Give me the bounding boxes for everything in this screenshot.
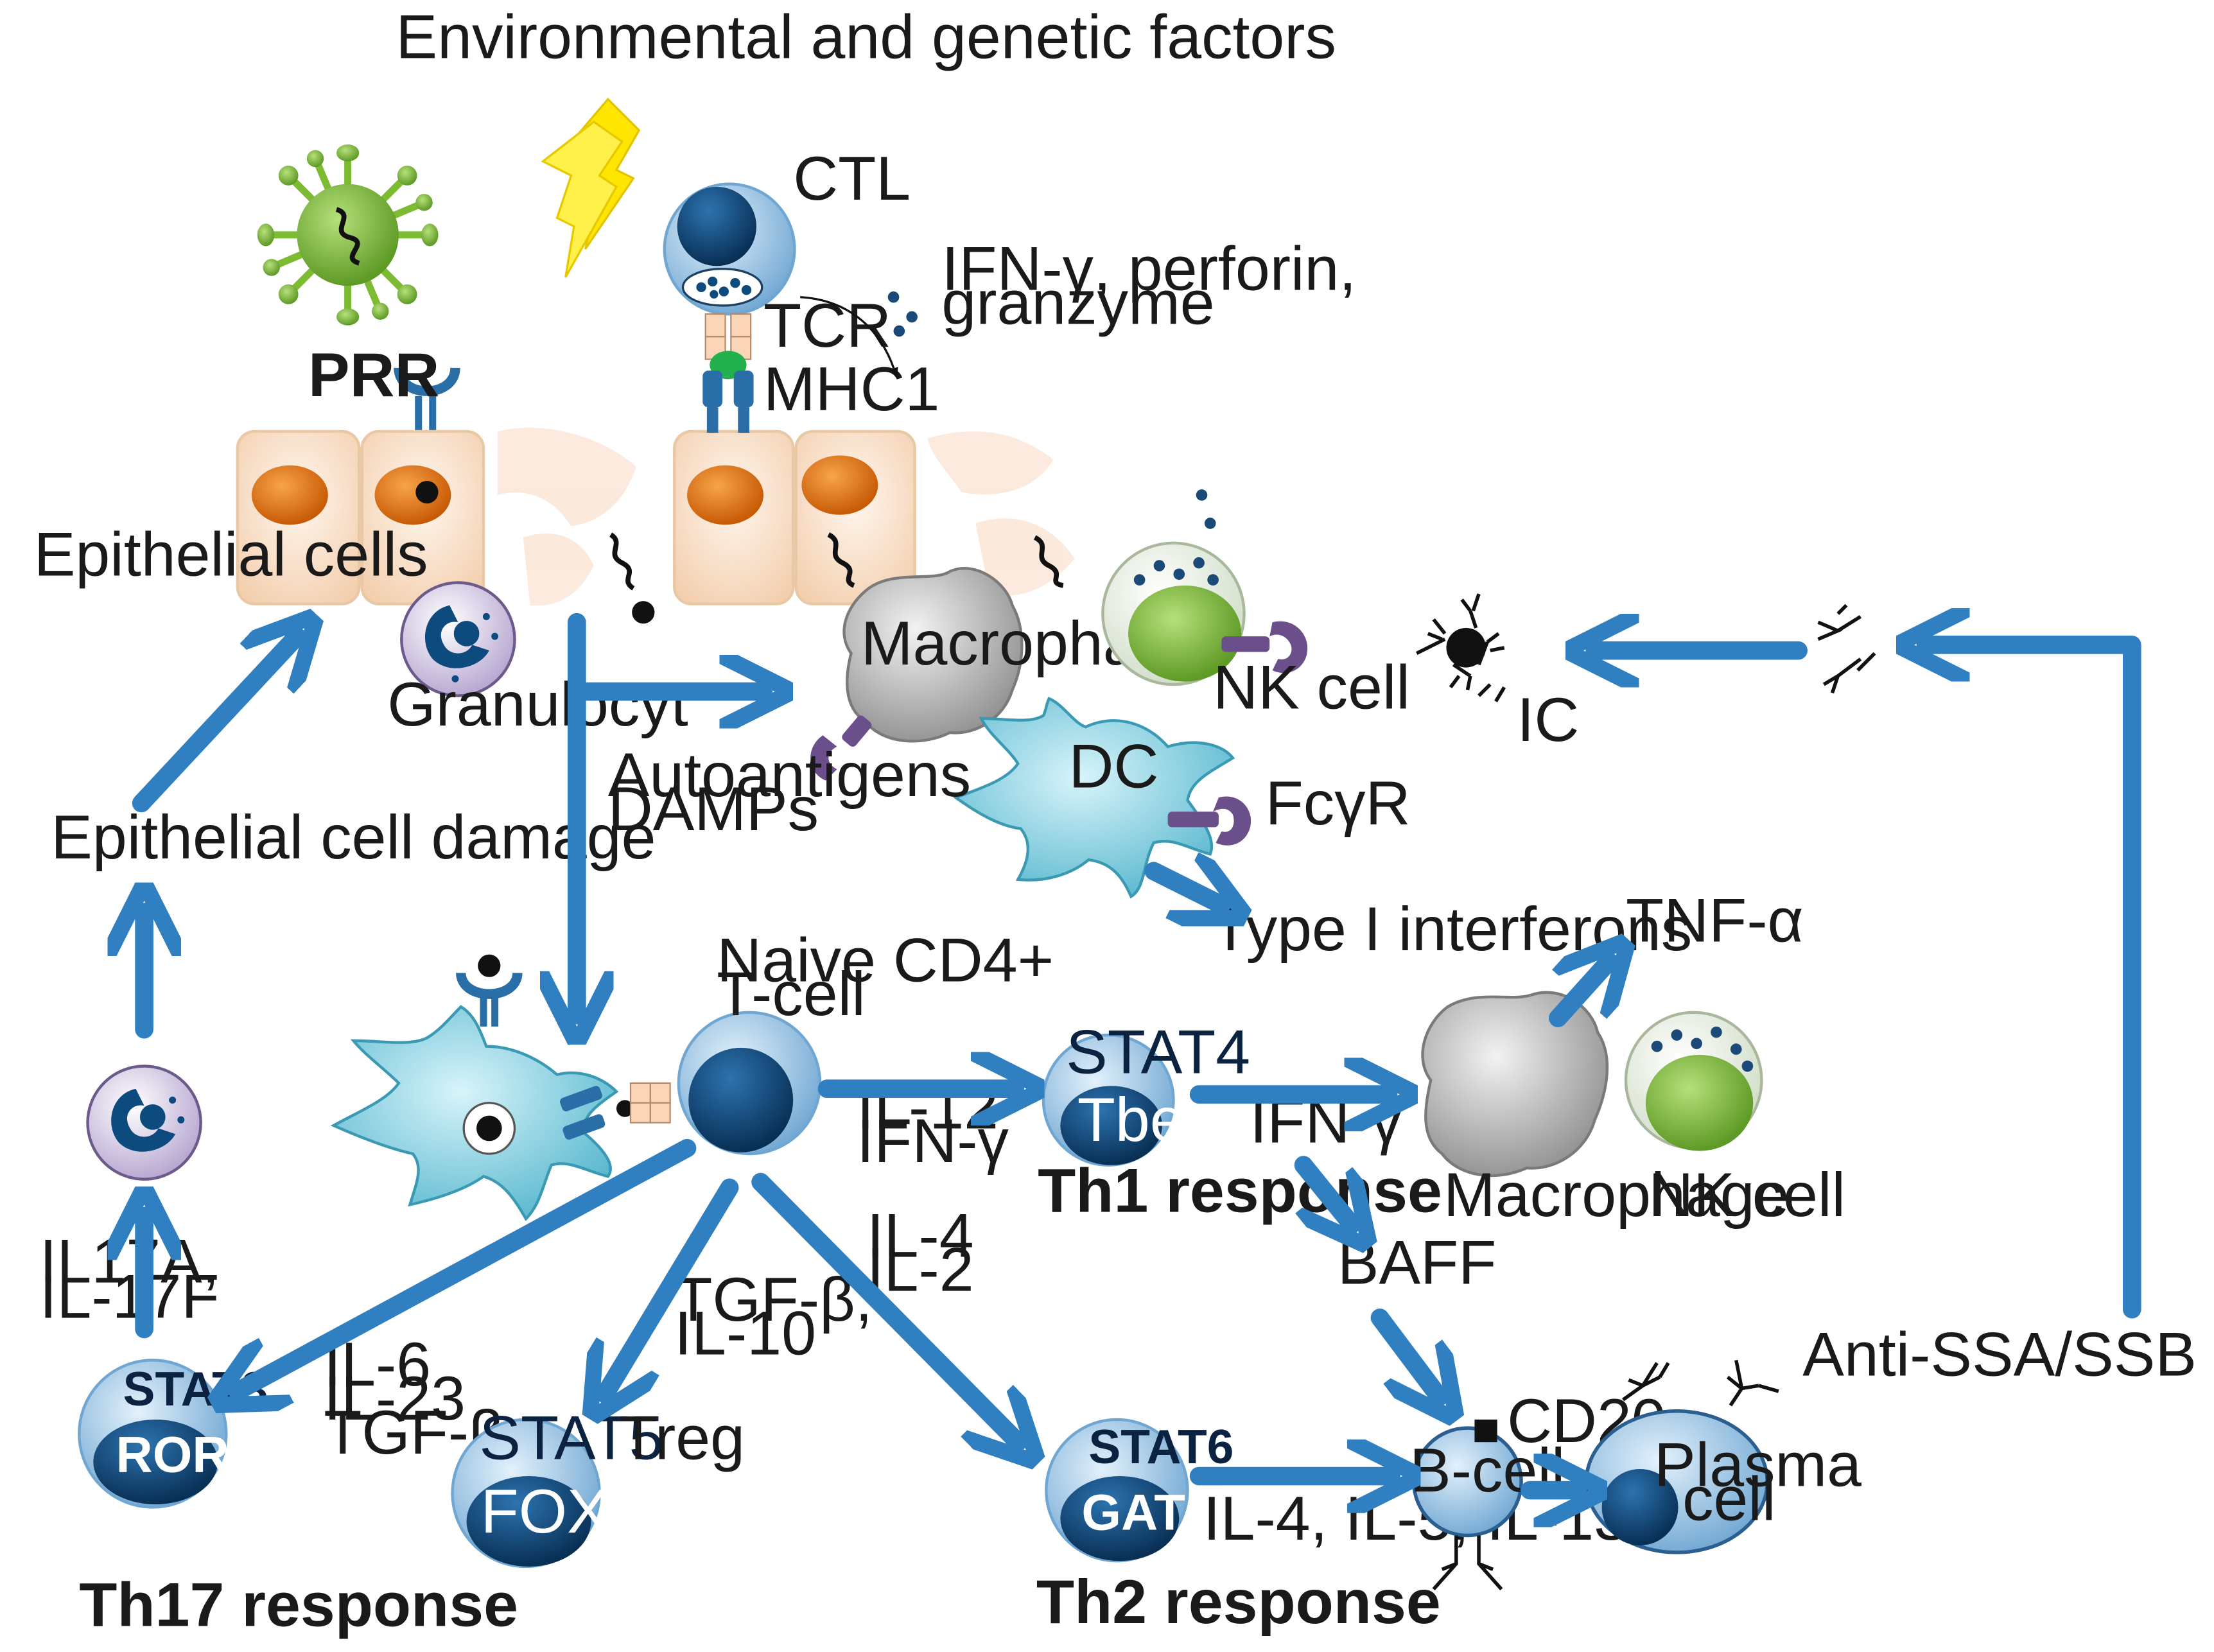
environmental-factors-label: Environmental and genetic factors <box>396 2 1336 72</box>
mhc1-label: MHC1 <box>763 354 939 424</box>
prr-label: PRR <box>308 340 440 410</box>
nk-granule-dots <box>1196 489 1216 529</box>
lightning-bolt-icon <box>541 120 624 278</box>
arrow-to-tnf <box>1549 962 1608 1027</box>
macrophage-bottom-cell <box>1421 991 1609 1178</box>
arrow-to-th17 <box>238 1138 697 1391</box>
fc-receptor-icon <box>810 715 872 781</box>
epithelial-cells-label: Epithelial cells <box>34 519 428 589</box>
epithelium-background <box>498 428 1075 606</box>
th2-response-label: Th2 response <box>1036 1567 1441 1637</box>
autoantigens-label: Autoantigens <box>608 740 971 810</box>
arrow-to-type1-ifn <box>1144 871 1222 905</box>
granzyme-label: granzyme <box>941 268 1214 338</box>
ifn-perforin-label: IFN-γ, perforin, <box>941 234 1356 304</box>
granule-dots <box>887 291 918 337</box>
nk-cell-bottom <box>1624 1011 1763 1151</box>
treg-label: Treg <box>619 1403 745 1473</box>
dendritic-cell <box>952 697 1235 899</box>
antibody-icon <box>1817 604 1876 694</box>
treg-cell <box>451 1418 601 1569</box>
naive-cd4-label: Naive CD4+ <box>717 925 1054 995</box>
nk-cell-top-label: NK cell <box>1213 652 1410 722</box>
il23-label: IL-23 <box>324 1363 466 1433</box>
epithelial-cell <box>236 430 361 605</box>
type1-ifn-label: Type I interferons <box>1212 894 1692 964</box>
macrophage-bottom-label: Macrophage <box>1443 1160 1789 1230</box>
anti-ssa-label: Anti-SSA/SSB autoantibodies <box>1802 1319 2214 1389</box>
il17f-label: IL-17F <box>40 1261 220 1331</box>
mhc2-tcr-synapse <box>559 1082 671 1140</box>
arrow-to-th2 <box>751 1172 1018 1442</box>
dc-fc-receptor-icon <box>1167 796 1251 846</box>
ifng-a-label: IFN-γ <box>857 1106 1009 1176</box>
il2-label: IL-2 <box>867 1235 974 1305</box>
autoantigen-fragments <box>609 532 1064 591</box>
ctl-label: CTL <box>793 143 911 213</box>
tcr-label: TCR <box>763 290 891 360</box>
th17-cell <box>78 1359 228 1509</box>
antigen-dot <box>632 601 655 624</box>
nk-cell <box>1101 541 1246 686</box>
epithelial-cell <box>794 430 916 605</box>
stat6-label: STAT6 <box>1088 1420 1233 1474</box>
prr-receptor-icon <box>394 367 460 433</box>
granulocyte-left-cell <box>86 1065 202 1181</box>
ic-label: IC <box>1517 684 1580 754</box>
arrow-autoantibodies-up <box>1926 645 2141 1319</box>
secretion-arrow <box>800 296 898 379</box>
arrow-baff-to-bcell <box>1370 1309 1439 1396</box>
arrow-to-epithelial-cells <box>132 636 297 813</box>
epithelial-cell <box>673 430 795 605</box>
tgfb-b-label: TGF-β, <box>674 1264 873 1334</box>
dc-label: DC <box>1069 731 1159 801</box>
foxp3-label: FOXP3 <box>481 1476 685 1546</box>
th1-response-label: Th1 response <box>1038 1155 1442 1225</box>
nk-fc-receptor-icon <box>1221 621 1308 674</box>
arrow-to-treg <box>605 1178 739 1394</box>
arrow-to-baff <box>1294 1156 1352 1224</box>
damps-label: DAMPs <box>608 774 819 844</box>
epithelial-damage-label: Epithelial cell damage <box>51 802 656 872</box>
th1-cell <box>1042 1033 1175 1167</box>
rorgt-label: RORγT <box>116 1425 289 1482</box>
granulocyte-cell <box>400 581 516 697</box>
plasma-label: Plasma <box>1654 1429 1861 1499</box>
cell-label: cell <box>1682 1463 1775 1533</box>
nk-cell-bottom-label: NK cell <box>1648 1160 1845 1230</box>
antigen-presenting-dc <box>330 1005 619 1221</box>
tcell-label: T-cell <box>717 959 865 1029</box>
gata3-label: GATA3 <box>1081 1484 1246 1541</box>
immune-complex <box>1415 593 1506 702</box>
stat4-label: STAT4 <box>1066 1017 1250 1087</box>
ctl-cell <box>663 182 796 316</box>
il10-label: IL-10 <box>674 1298 816 1368</box>
tnf-label: TNF-α <box>1626 885 1804 955</box>
pathway-arrows <box>132 622 2141 1490</box>
th2-cell <box>1045 1418 1189 1563</box>
naive-cd4-tcell <box>677 1011 822 1156</box>
baff-label: BAFF <box>1338 1228 1497 1298</box>
il4-label: IL-4 <box>867 1201 974 1271</box>
virus-icon <box>257 144 439 326</box>
lower-prr-receptor-icon <box>456 954 523 1027</box>
granulocyt-label: Granulocyt <box>387 669 688 739</box>
tcr-mhc1-complex <box>702 313 754 433</box>
fcgr-label: FcγR <box>1266 768 1411 838</box>
th17-response-label: Th17 response <box>79 1569 518 1639</box>
secreted-antibody-icon <box>1622 1359 1779 1407</box>
